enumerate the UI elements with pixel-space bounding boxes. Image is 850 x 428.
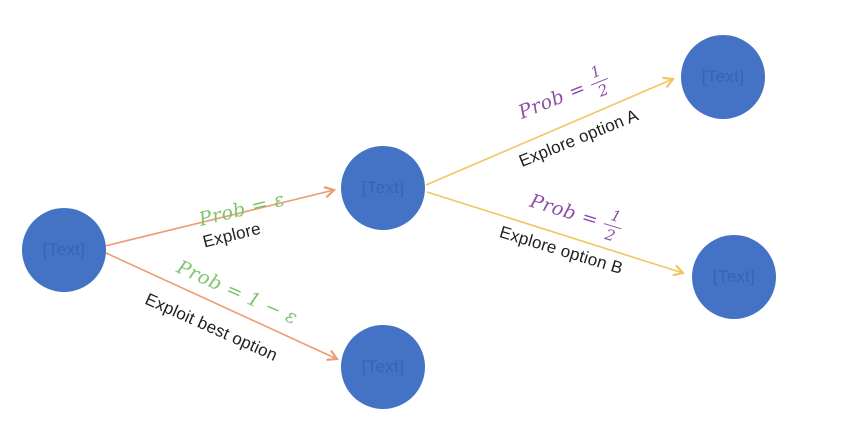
edge-start-to-explore-arrow: [104, 186, 337, 247]
fraction-denominator: 2: [595, 80, 612, 101]
node-option-a-label: [Text]: [701, 67, 745, 86]
node-start-label: [Text]: [42, 240, 86, 259]
fraction-denominator: 2: [602, 225, 618, 246]
node-option-b[interactable]: [Text]: [692, 235, 776, 319]
edge-explore-to-option-a-arrow: [425, 76, 676, 186]
node-option-a[interactable]: [Text]: [681, 35, 765, 119]
node-option-b-label: [Text]: [712, 267, 756, 286]
edge-explore-to-option-b-arrow: [426, 191, 686, 277]
node-exploit-best-option[interactable]: [Text]: [341, 325, 425, 409]
edge-start-to-exploit-arrow: [105, 252, 339, 361]
node-start[interactable]: [Text]: [22, 208, 106, 292]
node-exploit-label: [Text]: [361, 357, 405, 376]
node-explore[interactable]: [Text]: [341, 146, 425, 230]
node-explore-label: [Text]: [361, 178, 405, 197]
